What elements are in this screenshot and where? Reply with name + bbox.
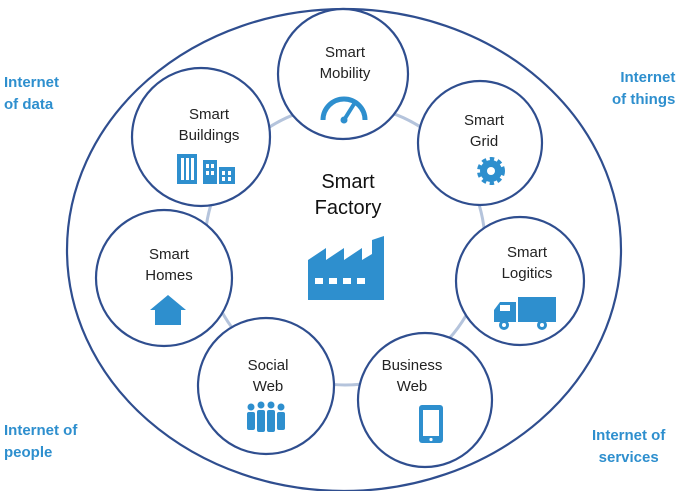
node-label-line-1: Business: [382, 357, 443, 374]
node-label-line-1: Smart: [189, 106, 230, 123]
node-label-line-1: Smart: [507, 244, 548, 261]
node-circle: [94, 208, 234, 348]
corner-line: of data: [4, 96, 54, 113]
corner-line: Internet: [620, 69, 676, 86]
gear-icon: [477, 157, 505, 185]
node-label-line-2: Web: [397, 378, 428, 395]
corner-label-internet-of-people: Internet of people: [4, 420, 77, 464]
node-circle: [356, 331, 494, 469]
center-label-line-2: Factory: [315, 197, 382, 219]
corner-label-internet-of-services: Internet of services: [592, 425, 665, 469]
center-label-line-1: Smart: [321, 171, 375, 193]
truck-icon: [494, 297, 556, 330]
node-label-line-2: Grid: [470, 133, 498, 150]
corner-label-internet-of-data: Internet of data: [4, 72, 59, 116]
node-smart-grid: Smart Grid: [416, 79, 544, 207]
corner-line: of things: [612, 91, 676, 108]
corner-line: Internet: [4, 74, 60, 91]
node-smart-buildings: Smart Buildings: [130, 66, 272, 208]
people-icon: [247, 401, 285, 432]
node-business-web: Business Web: [356, 331, 494, 469]
node-social-web: Social Web: [196, 316, 336, 456]
tablet-icon: [419, 405, 443, 443]
node-label-line-2: Web: [253, 378, 284, 395]
node-label-line-2: Homes: [145, 267, 193, 284]
node-label-line-1: Smart: [464, 112, 505, 129]
speedometer-icon: [320, 96, 368, 124]
node-label-line-1: Smart: [325, 44, 366, 61]
node-label-line-1: Social: [248, 357, 289, 374]
node-smart-mobility: Smart Mobility: [276, 7, 410, 141]
node-smart-homes: Smart Homes: [94, 208, 234, 348]
node-circle: [196, 316, 336, 456]
node-label-line-2: Mobility: [320, 65, 371, 82]
center-smart-factory: Smart Factory: [308, 171, 384, 300]
node-circle: [276, 7, 410, 141]
node-smart-logistics: Smart Logitics: [454, 215, 586, 347]
node-label-line-2: Logitics: [502, 265, 553, 282]
node-label-line-2: Buildings: [179, 127, 240, 144]
corner-line: people: [4, 444, 53, 461]
factory-icon: [308, 236, 384, 300]
corner-label-internet-of-things: Internet of things: [612, 67, 675, 111]
house-icon: [150, 295, 186, 325]
corner-line: Internet of: [4, 422, 78, 439]
node-circle: [416, 79, 544, 207]
buildings-icon: [177, 154, 235, 184]
corner-line: Internet of: [592, 427, 666, 444]
node-circle: [130, 66, 272, 208]
corner-line: services: [598, 449, 659, 466]
node-label-line-1: Smart: [149, 246, 190, 263]
